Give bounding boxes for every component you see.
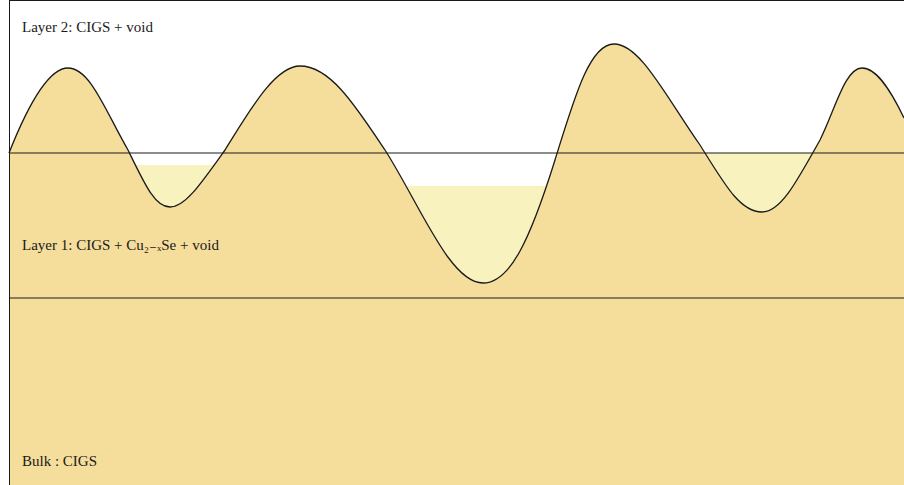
layer-label: Layer 1: CIGS + Cu₂₋ₓSe + void — [22, 236, 219, 254]
cigs-fill — [9, 0, 904, 485]
surface-profile — [9, 44, 904, 283]
cu2xse-pocket — [380, 186, 570, 296]
bulk-layer-band: Bulk : CIGS — [9, 298, 904, 485]
mixed-layer-band: Layer 1: CIGS + Cu₂₋ₓSe + void — [9, 153, 904, 298]
cu2xse-pocket — [110, 165, 240, 225]
layer-boundary — [9, 153, 904, 154]
frame-border — [9, 0, 904, 1]
layer-boundary — [9, 298, 904, 299]
void-layer-band: Layer 2: CIGS + void — [9, 0, 904, 153]
layer-label: Bulk : CIGS — [22, 452, 97, 470]
layer-label: Layer 2: CIGS + void — [22, 18, 153, 36]
frame-border — [9, 0, 10, 485]
